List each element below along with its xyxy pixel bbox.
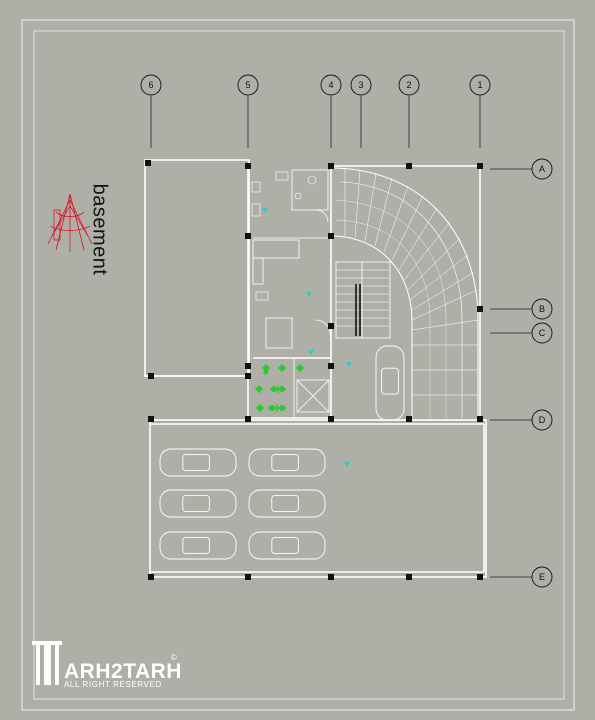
parked-cars bbox=[159, 345, 405, 560]
grid-label-row: A bbox=[539, 164, 545, 174]
red-logo-icon bbox=[47, 193, 93, 252]
car-icon bbox=[248, 448, 326, 477]
grid-label-row: D bbox=[539, 415, 546, 425]
page-title: basement bbox=[88, 183, 111, 276]
structural-columns bbox=[145, 160, 483, 580]
stair-rail bbox=[355, 284, 361, 336]
grid-labels: 6 5 4 3 2 1 A B C D E bbox=[148, 80, 545, 582]
car-icon bbox=[248, 531, 326, 560]
rights-text: ALL RIGHT RESERVED bbox=[64, 680, 162, 689]
grid-label-col: 4 bbox=[328, 80, 333, 90]
fixtures bbox=[251, 171, 317, 301]
car-icon bbox=[159, 489, 237, 518]
building-walls bbox=[144, 159, 487, 578]
plant-leaves bbox=[255, 364, 304, 412]
grid-bubbles bbox=[140, 74, 553, 588]
grid-label-col: 5 bbox=[245, 80, 250, 90]
car-icon bbox=[375, 345, 405, 421]
grid-label-row: B bbox=[539, 304, 545, 314]
copyright-mark: © bbox=[171, 653, 177, 662]
interior-rooms bbox=[252, 169, 331, 418]
ramp-ticks bbox=[344, 168, 479, 396]
brand-name: ARH2TARH bbox=[64, 660, 182, 683]
grid-lines-vertical bbox=[150, 96, 481, 148]
staircase bbox=[335, 261, 391, 339]
outer-frame bbox=[21, 19, 575, 711]
plants bbox=[256, 365, 303, 411]
inner-frame bbox=[33, 30, 565, 700]
car-icon bbox=[248, 489, 326, 518]
grid-label-row: E bbox=[539, 572, 545, 582]
grid-label-row: C bbox=[539, 328, 546, 338]
grid-label-col: 2 bbox=[406, 80, 411, 90]
car-icon bbox=[159, 448, 237, 477]
grid-label-col: 3 bbox=[358, 80, 363, 90]
brand-logo-icon bbox=[32, 641, 62, 685]
level-markers bbox=[262, 208, 352, 467]
spiral-ramp bbox=[333, 167, 479, 418]
car-icon bbox=[159, 531, 237, 560]
grid-label-col: 1 bbox=[477, 80, 482, 90]
stair-treads bbox=[336, 269, 390, 327]
grid-label-col: 6 bbox=[148, 80, 153, 90]
grid-lines-horizontal bbox=[490, 168, 532, 578]
